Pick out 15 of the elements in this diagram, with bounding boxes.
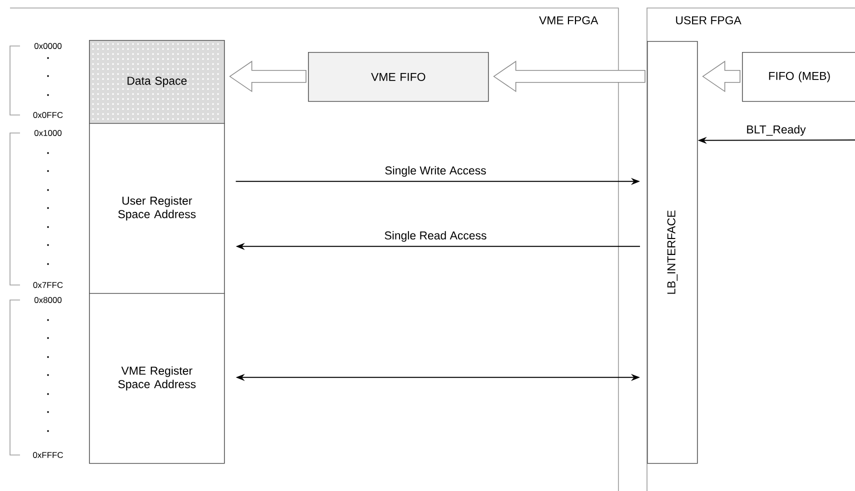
interface-bar: LB_INTERFACE bbox=[647, 41, 698, 464]
memory-block: User Register Space Address bbox=[89, 123, 225, 294]
address-label: 0x1000 bbox=[34, 130, 62, 136]
address-label: 0x0FFC bbox=[33, 112, 63, 118]
fifo-box: FIFO (MEB) bbox=[742, 52, 855, 102]
edge-label: BLT_Ready bbox=[747, 125, 806, 136]
address-label: 0x0000 bbox=[34, 43, 62, 49]
fifo-box: VME FIFO bbox=[308, 52, 489, 102]
memory-block: Data Space bbox=[89, 40, 225, 124]
edge-label: Single Write Access bbox=[385, 166, 486, 177]
edge-label: Single Read Access bbox=[384, 231, 486, 242]
address-label: 0x7FFC bbox=[33, 282, 63, 288]
memory-block: VME Register Space Address bbox=[89, 293, 225, 464]
address-label: 0xFFFC bbox=[33, 452, 63, 458]
address-label: 0x8000 bbox=[34, 297, 62, 303]
